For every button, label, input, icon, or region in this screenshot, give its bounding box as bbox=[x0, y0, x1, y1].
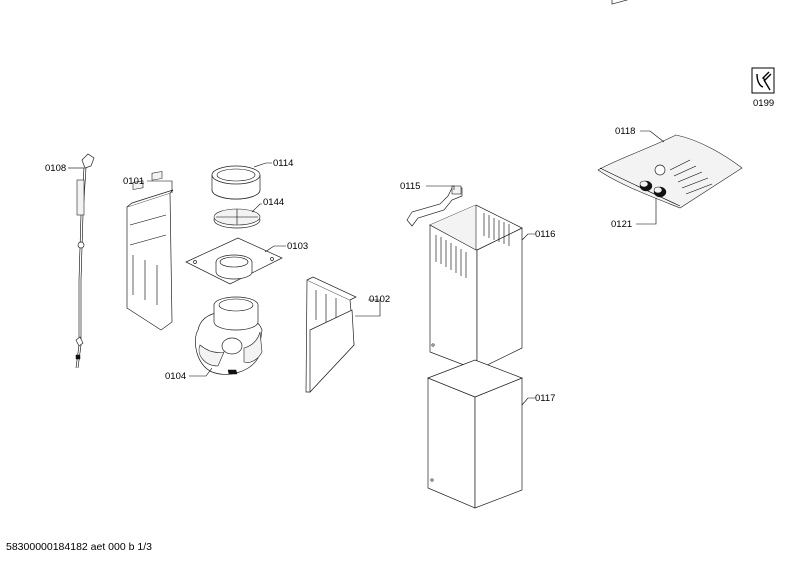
knob-part bbox=[639, 180, 667, 198]
label-0117: 0117 bbox=[535, 393, 555, 404]
upper-chimney-part bbox=[429, 204, 523, 371]
top-ring-part bbox=[211, 165, 261, 200]
damper-part bbox=[213, 208, 261, 229]
back-panel-part bbox=[126, 171, 174, 331]
label-0102: 0102 bbox=[369, 294, 390, 305]
blower-motor-part bbox=[195, 296, 263, 375]
label-0104: 0104 bbox=[165, 371, 186, 382]
accessories-bag-part bbox=[597, 0, 743, 209]
lower-chimney-part bbox=[427, 359, 523, 509]
label-0121: 0121 bbox=[611, 219, 632, 230]
chimney-bracket-part bbox=[406, 185, 463, 227]
document-footer: 58300000184182 aet 000 b 1/3 bbox=[6, 541, 152, 553]
mounting-plate-part bbox=[185, 237, 283, 285]
label-0101: 0101 bbox=[123, 176, 144, 187]
label-0114: 0114 bbox=[273, 158, 293, 169]
label-0116: 0116 bbox=[535, 229, 555, 240]
label-0108: 0108 bbox=[45, 163, 66, 174]
power-cable-part bbox=[75, 153, 95, 369]
label-0144: 0144 bbox=[263, 197, 284, 208]
label-0199: 0199 bbox=[753, 98, 774, 109]
label-0118: 0118 bbox=[615, 126, 635, 137]
wrench-icon bbox=[751, 67, 775, 94]
front-panel-part bbox=[305, 276, 357, 393]
label-0115: 0115 bbox=[400, 181, 420, 192]
label-0103: 0103 bbox=[287, 241, 308, 252]
